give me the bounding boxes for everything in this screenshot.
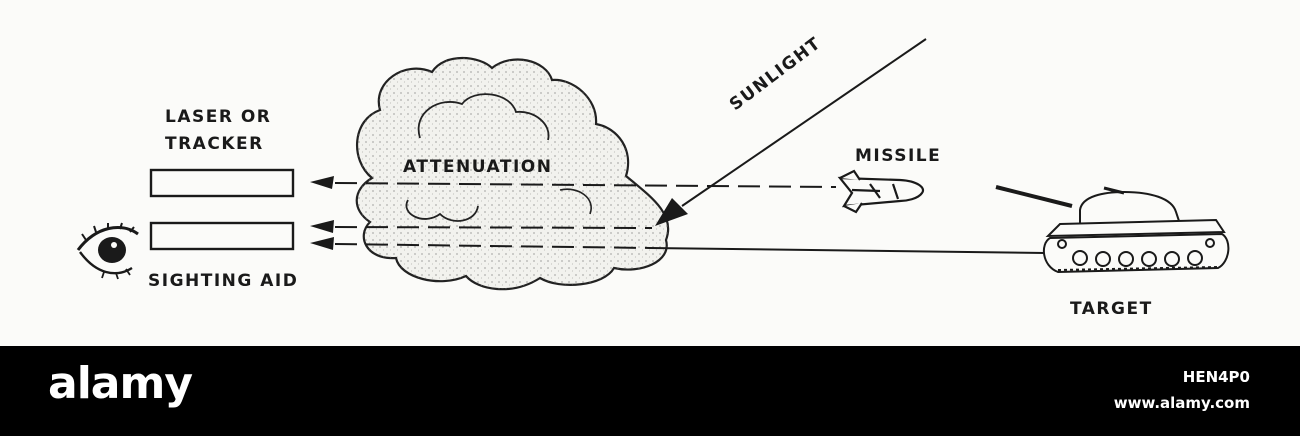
laser-label-line1: LASER OR [165, 107, 272, 127]
site-url: www.alamy.com [1113, 394, 1250, 412]
missile-icon [837, 169, 925, 214]
sighting-aid-box [149, 221, 295, 251]
tank-icon [995, 185, 1230, 274]
missile-beam [310, 176, 837, 189]
sunlight-ray [655, 38, 927, 226]
eye-icon [76, 222, 139, 280]
watermark-footer [0, 346, 1300, 436]
diagram-canvas: LASER OR TRACKER SIGHTING AID ATTENUATIO… [0, 0, 1300, 346]
sighting-aid-label: SIGHTING AID [148, 271, 299, 291]
missile-label: MISSILE [855, 146, 942, 166]
diagram-svg [76, 38, 1230, 291]
laser-tracker-box [149, 168, 295, 198]
image-id: HEN4P0 [1182, 368, 1250, 386]
smoke-cloud [355, 57, 670, 291]
laser-label-line2: TRACKER [165, 134, 264, 154]
brand-logo: alamy [48, 358, 193, 409]
laser-tracker-label: LASER OR TRACKER [165, 104, 271, 158]
target-label: TARGET [1070, 299, 1153, 319]
sunlight-reflection-beam [310, 220, 653, 233]
attenuation-label: ATTENUATION [403, 157, 553, 177]
target-sight-line [310, 237, 1046, 254]
